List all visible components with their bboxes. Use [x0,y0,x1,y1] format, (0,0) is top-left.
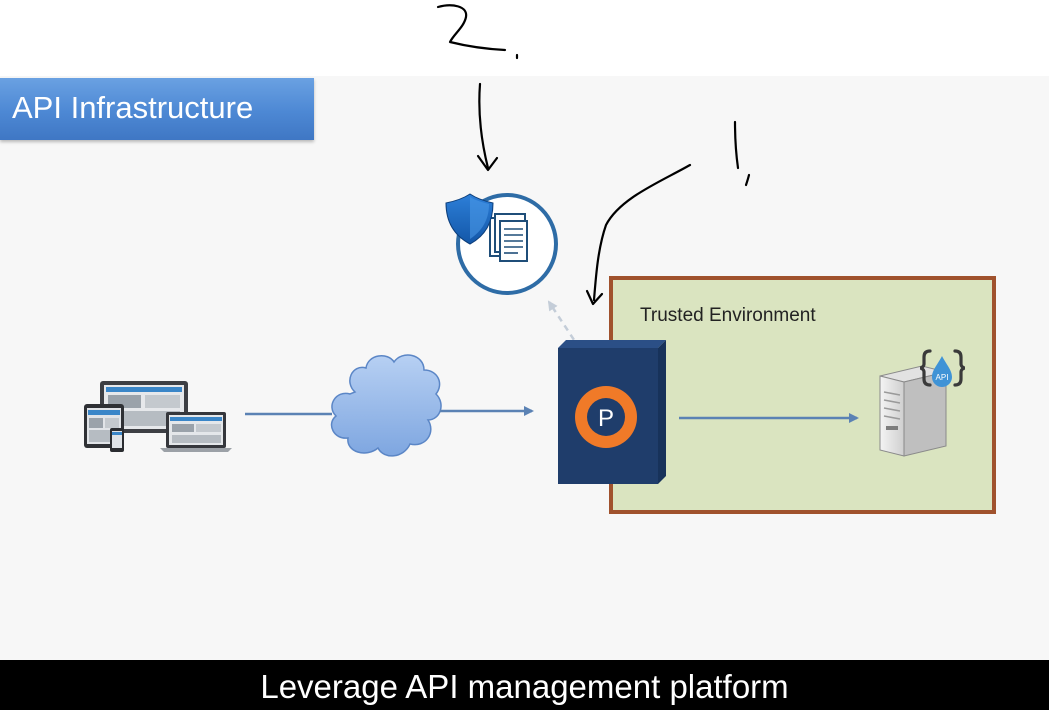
trusted-environment-label: Trusted Environment [640,305,816,326]
handwritten-annotations [436,4,751,306]
api-server-icon [879,349,966,457]
caption-text: Leverage API management platform [260,668,789,705]
annotation-numeral-two [436,4,507,52]
proxy-gateway-icon [558,340,666,484]
annotation-tick-one [744,173,751,187]
shield-document-icon [445,193,558,295]
title-banner: API Infrastructure [0,78,314,140]
caption-bar: Leverage API management platform [0,660,1049,710]
annotation-arrow-to-proxy [592,163,692,302]
annotation-numeral-one [733,120,740,170]
devices-icon [84,381,232,452]
annotation-arrowhead-proxy [585,289,604,306]
annotation-arrowhead-policy [476,154,499,172]
slide-title: API Infrastructure [12,90,254,125]
annotation-arrow-to-policy [478,82,490,170]
cloud-icon [330,354,442,457]
api-badge-text: API [936,373,949,382]
proxy-badge-letter: P [598,405,614,432]
